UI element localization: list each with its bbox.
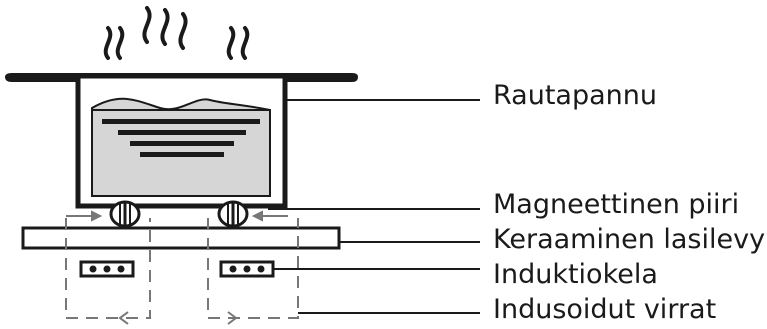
label-magnetic-circuit: Magneettinen piiri [493,189,739,221]
coil-dot-icon [90,266,125,273]
magnetic-circuit-right [219,202,247,226]
steam-icon [106,8,248,58]
magnetic-circuit-left [111,202,139,226]
arrow-icon [66,212,288,220]
induction-coil-right [221,262,273,276]
label-induction-coil: Induktiokela [493,259,658,291]
ceramic-glass-plate [23,228,339,248]
induction-coil-left [81,262,133,276]
label-induced-currents: Indusoidut virrat [493,294,716,326]
label-iron-pan: Rautapannu [493,80,657,112]
iron-pan [78,76,285,206]
coil-dot-icon [230,266,265,273]
leader-lines [268,100,480,313]
label-ceramic-glass-plate: Keraaminen lasilevy [493,224,765,256]
